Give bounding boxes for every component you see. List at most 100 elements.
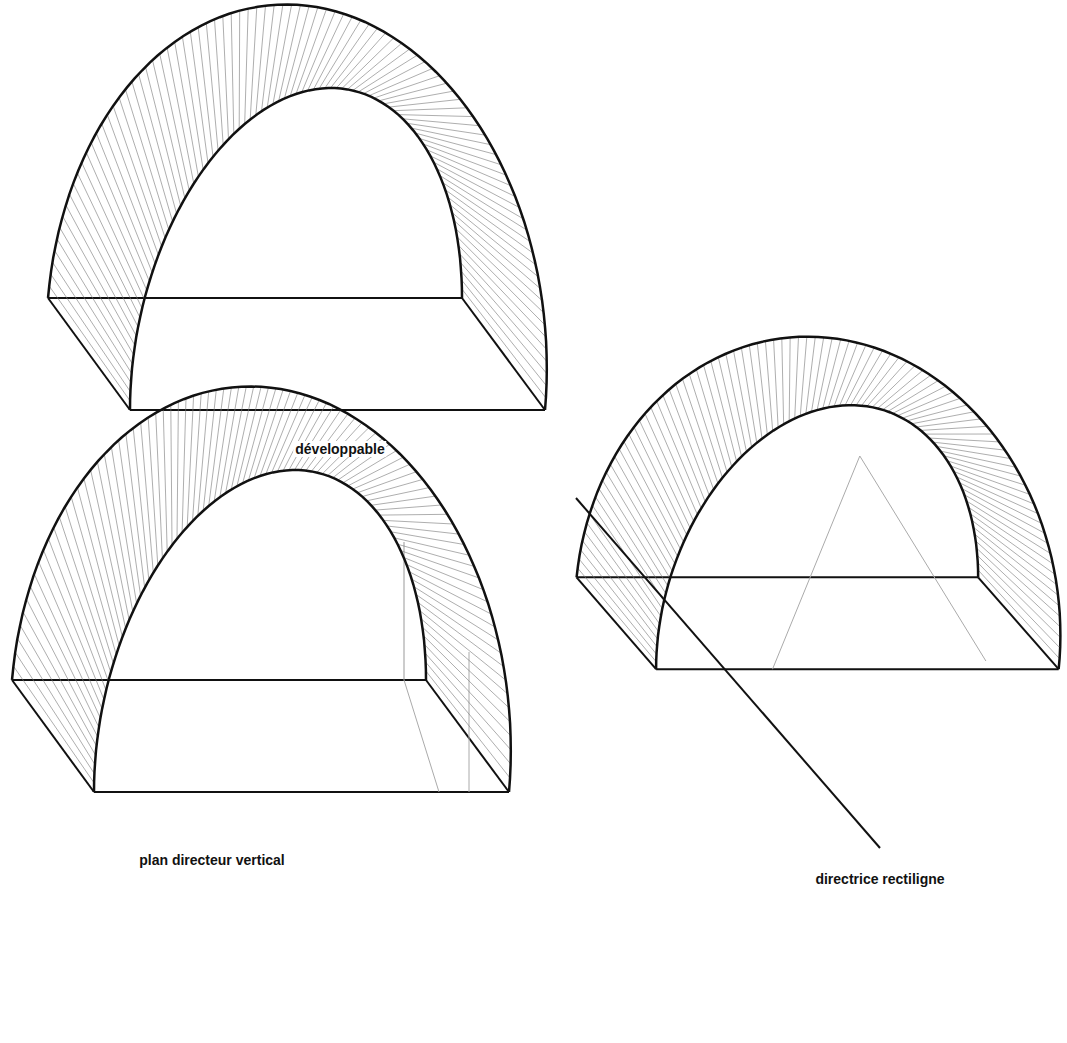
ruling-line (139, 74, 177, 214)
ruling-line (893, 386, 946, 413)
ruling-line (929, 438, 999, 442)
base-edge (48, 297, 462, 299)
ruling-line (427, 150, 511, 186)
ruling-line (198, 27, 213, 157)
ruling-line (125, 89, 168, 230)
ruling-line (187, 396, 193, 527)
base-edge (426, 680, 509, 792)
ruling-line (63, 216, 135, 345)
ruling-line (682, 379, 718, 484)
arch-curve (656, 405, 978, 669)
ruling-line (394, 108, 467, 111)
ruling-line (34, 574, 100, 718)
ruling-line (107, 115, 158, 255)
ruling-line (978, 570, 1059, 659)
ruling-line (460, 262, 546, 361)
ruling-line (925, 434, 993, 435)
ruling-line (146, 67, 181, 206)
ruling-line (645, 414, 694, 522)
ruling-line (741, 348, 756, 443)
base-edge (978, 577, 1059, 669)
ruling-line (374, 76, 440, 98)
ruling-line (102, 124, 156, 264)
ruling-line (132, 82, 173, 222)
ruling-line (615, 456, 675, 563)
ruling-line (461, 271, 547, 374)
ruling-line (933, 442, 1005, 450)
ruling-line (888, 381, 939, 412)
ruling-line (148, 418, 158, 566)
ruling-line (579, 559, 657, 654)
ruling-line (57, 239, 133, 364)
ruling-line (59, 517, 111, 673)
ruling-line (689, 374, 722, 478)
ruling-line (160, 54, 190, 191)
ruling-line (452, 213, 540, 289)
base-edge (577, 577, 657, 669)
figure-caption: développable (293, 441, 386, 457)
ruling-line (254, 390, 283, 479)
ruling-line (424, 644, 510, 735)
ruling-line (634, 427, 687, 535)
ruling-line (364, 62, 426, 94)
ruling-line (331, 28, 378, 88)
ruling-line (48, 539, 106, 691)
ruling-line (97, 462, 129, 620)
ruling-line (734, 351, 752, 448)
vault-figure (12, 387, 511, 793)
base-edge (94, 791, 509, 793)
ruling-line (220, 387, 239, 497)
arch-curve (12, 387, 511, 793)
ruling-line (851, 350, 883, 405)
ruling-line (789, 337, 791, 421)
ruling-line (823, 339, 841, 408)
ruling-line (401, 551, 479, 578)
ruling-line (262, 5, 275, 111)
ruling-line (407, 123, 485, 135)
ruling-line (296, 9, 327, 94)
ruling-line (375, 505, 441, 510)
ruling-line (977, 555, 1060, 637)
ruling-line (91, 470, 126, 629)
ruling-line (171, 405, 172, 545)
ruling-line (795, 337, 799, 419)
ruling-line (369, 69, 433, 96)
ruling-line (39, 562, 103, 709)
ruling-line (215, 19, 224, 144)
ruling-line (198, 391, 209, 516)
ruling-line (426, 662, 511, 764)
ruling-line (30, 586, 99, 727)
ruling-line (817, 338, 832, 410)
ruling-line (336, 33, 386, 88)
ruling-line (856, 354, 891, 406)
ruling-line (437, 169, 523, 219)
ruling-line (231, 13, 234, 134)
ruling-line (398, 115, 473, 117)
arch-curve (577, 337, 1061, 670)
ruling-line (96, 133, 152, 273)
ruling-line (182, 398, 186, 532)
ruling-line (250, 7, 257, 120)
ruling-line (845, 348, 874, 406)
ruling-line (20, 625, 96, 755)
ruling-line (82, 163, 145, 300)
ruling-line (907, 405, 967, 421)
ruling-line (384, 91, 454, 104)
ruling-line (806, 337, 815, 414)
ruling-line (379, 514, 447, 516)
ruling-line (308, 14, 344, 91)
ruling-line (226, 387, 247, 494)
ruling-line (77, 487, 119, 645)
ruling-line (383, 520, 453, 524)
arch-curve (94, 470, 426, 792)
ruling-line (133, 428, 149, 580)
ruling-line (711, 361, 737, 462)
ruling-line (877, 370, 922, 408)
ruling-line (424, 636, 511, 722)
ruling-line (193, 393, 202, 521)
ruling-line (425, 653, 511, 750)
ruling-line (290, 7, 318, 96)
ruling-line (749, 345, 762, 438)
ruling-line (800, 337, 807, 416)
ruling-line (916, 419, 980, 427)
